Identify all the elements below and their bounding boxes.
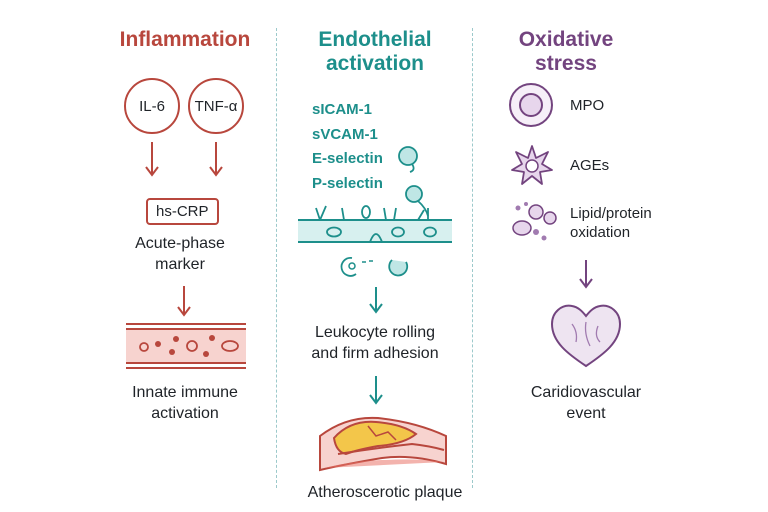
blood-vessel-icon [126,323,246,369]
selectin-receptor-icon [405,185,429,217]
inflammation-title: Inflammation [119,28,251,51]
innate-immune-activation-text: Innate immune activation [132,384,238,422]
arrow-icon [579,260,593,289]
arrow-icon [209,142,223,177]
ages-label: AGEs [570,157,610,174]
leukocyte-icon [340,257,409,277]
mpo-cell-icon [509,83,553,127]
molecule-sicam1: sICAM-1 [312,101,373,118]
heart-icon [550,304,622,368]
leukocyte-rolling-text: Leukocyte rolling and firm adhesion [311,324,439,362]
hs-crp-box: hs-CRP [146,198,219,225]
endothelium-icon [298,205,452,243]
tnf-alpha-label: TNF-α [188,78,244,134]
lipid-protein-oxidation-label: Lipid/protein oxidation [570,205,652,241]
adhesion-molecule-list: sICAM-1 sVCAM-1 E-selectin P-selectin [312,98,383,196]
arrow-icon [369,287,383,314]
ages-star-icon [511,145,553,185]
il6-label: IL-6 [124,78,180,134]
atherosclerotic-plaque-text: Atheroscerotic plaque [307,484,463,501]
endothelial-activation-title: Endothelial activation [318,28,432,75]
acute-phase-marker-text: Acute-phase marker [135,235,225,273]
column-divider-right [472,28,473,488]
oxidation-dots-icon [512,202,557,241]
molecule-svcam1: sVCAM-1 [312,125,378,143]
molecule-p-selectin: P-selectin [312,174,383,192]
oxidative-stress-title: Oxidative stress [518,28,614,75]
mpo-label: MPO [570,97,605,114]
cardiovascular-event-text: Caridiovascular event [530,384,642,422]
column-divider-left [276,28,277,488]
arrow-icon [369,376,383,405]
selectin-receptor-icon [398,146,418,173]
arrow-icon [177,286,191,317]
artery-plaque-icon [319,416,447,472]
arrow-icon [145,142,159,177]
molecule-e-selectin: E-selectin [312,150,383,167]
